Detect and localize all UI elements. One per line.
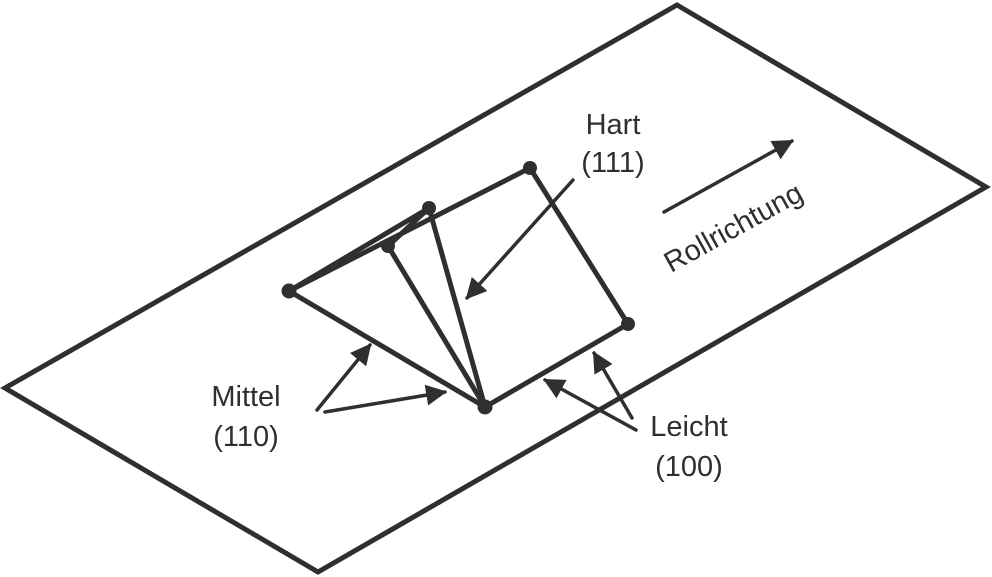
vertex-right bbox=[621, 317, 635, 331]
hard-pointer-arrow bbox=[465, 178, 575, 300]
cell-edge-top bbox=[286, 165, 533, 294]
easy-pointer-arrow-a bbox=[543, 378, 638, 432]
cell-edge-diagonal-b bbox=[426, 205, 488, 410]
cell-edge-bottom bbox=[482, 321, 631, 410]
cell-edge-inner-a bbox=[385, 205, 432, 249]
easy-label: Leicht bbox=[650, 411, 727, 443]
cell-edge-left-bottom bbox=[286, 288, 488, 410]
medium-pointer-arrow-a bbox=[315, 343, 372, 412]
cell-edge-right bbox=[527, 165, 631, 327]
crystal-cell bbox=[286, 165, 631, 410]
vertex-left bbox=[281, 283, 297, 299]
medium-miller-index: (110) bbox=[213, 421, 279, 453]
hard-label: Hart bbox=[586, 109, 641, 141]
vertex-inner-a bbox=[381, 239, 395, 253]
easy-miller-index: (100) bbox=[655, 451, 723, 483]
hard-miller-index: (111) bbox=[581, 147, 644, 179]
easy-pointer-arrow-b bbox=[592, 351, 634, 420]
vertex-inner-b bbox=[422, 201, 436, 215]
pointer-arrows bbox=[315, 139, 794, 432]
rolling-direction-label: Rollrichtung bbox=[659, 177, 808, 279]
vertex-top bbox=[523, 161, 537, 175]
medium-pointer-arrow-b bbox=[323, 384, 448, 414]
medium-label: Mittel bbox=[211, 381, 280, 413]
cell-edge-upper-inner bbox=[286, 205, 432, 294]
cell-edge-diagonal-a bbox=[385, 243, 488, 410]
cell-vertices bbox=[281, 161, 635, 415]
vertex-bottom bbox=[477, 399, 493, 415]
rolling-direction-arrow bbox=[662, 139, 794, 214]
